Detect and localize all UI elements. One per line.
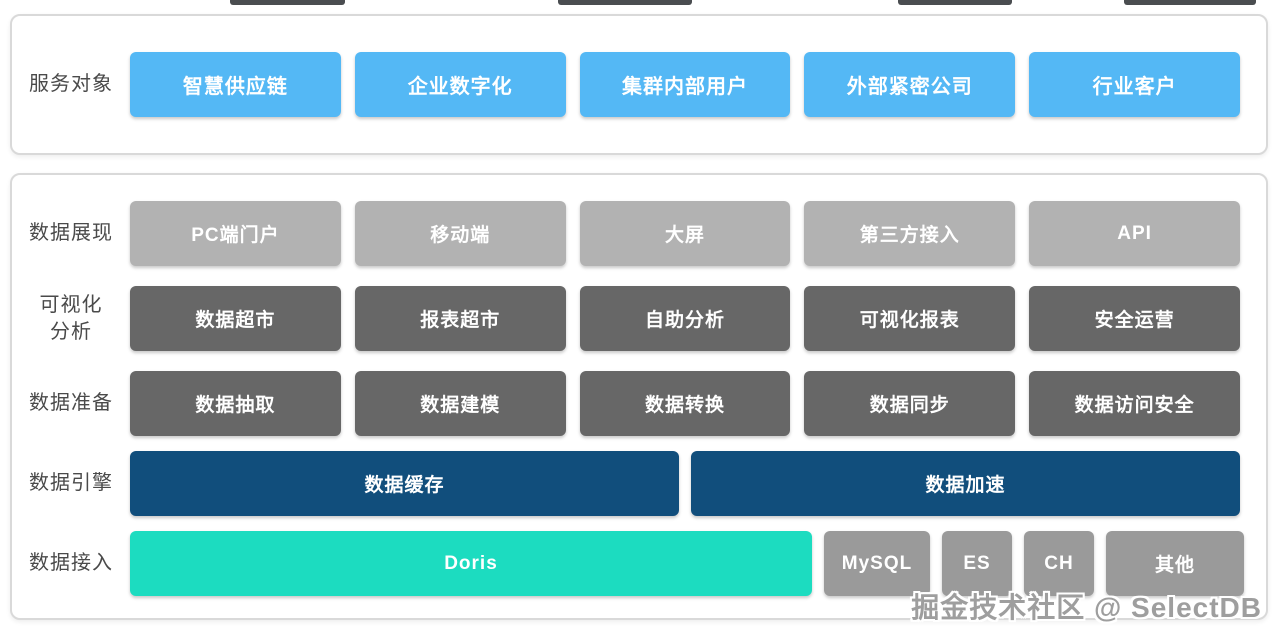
module-chip: 可视化报表	[804, 286, 1016, 351]
module-chip: 数据访问安全	[1029, 371, 1240, 436]
module-chip-doris: Doris	[130, 531, 812, 596]
service-chip-group: 智慧供应链 企业数字化 集群内部用户 外部紧密公司 行业客户	[130, 52, 1240, 117]
panel-row-data-display: 数据展现 PC端门户 移动端 大屏 第三方接入 API	[12, 201, 1240, 266]
cropped-top-remnant	[230, 0, 345, 5]
module-chip: 安全运营	[1029, 286, 1240, 351]
data-engine-chip-group: 数据缓存 数据加速	[130, 451, 1240, 516]
cropped-top-remnant	[558, 0, 692, 5]
service-chip: 集群内部用户	[579, 52, 791, 117]
panel-row-data-engine: 数据引擎 数据缓存 数据加速	[12, 451, 1240, 516]
data-preparation-chip-group: 数据抽取 数据建模 数据转换 数据同步 数据访问安全	[130, 371, 1240, 436]
panel-row-data-access: 数据接入 Doris MySQL ES CH 其他	[12, 531, 1244, 596]
data-display-chip-group: PC端门户 移动端 大屏 第三方接入 API	[130, 201, 1240, 266]
module-chip: 自助分析	[579, 286, 791, 351]
platform-panel: 数据展现 PC端门户 移动端 大屏 第三方接入 API 可视化 分析 数据超市 …	[10, 173, 1268, 620]
module-chip: 数据加速	[691, 451, 1240, 516]
data-access-chip-group: Doris MySQL ES CH 其他	[130, 531, 1244, 596]
row-label-visual-analysis: 可视化 分析	[39, 293, 103, 343]
cropped-top-remnant	[898, 0, 1012, 5]
service-chip: 企业数字化	[354, 52, 566, 117]
module-chip: 报表超市	[354, 286, 566, 351]
row-label-service-target: 服务对象	[29, 73, 113, 95]
module-chip: 数据建模	[354, 371, 566, 436]
service-chip: 行业客户	[1029, 52, 1240, 117]
module-chip: API	[1029, 201, 1240, 266]
row-label-data-display: 数据展现	[29, 222, 113, 244]
visual-analysis-chip-group: 数据超市 报表超市 自助分析 可视化报表 安全运营	[130, 286, 1240, 351]
row-label-data-access: 数据接入	[29, 552, 113, 574]
module-chip: 数据超市	[130, 286, 341, 351]
module-chip-other: 其他	[1106, 531, 1244, 596]
module-chip: 数据转换	[579, 371, 791, 436]
panel-row-visual-analysis: 可视化 分析 数据超市 报表超市 自助分析 可视化报表 安全运营	[12, 286, 1240, 351]
cropped-top-remnant	[1124, 0, 1256, 5]
module-chip: 移动端	[354, 201, 566, 266]
module-chip-es: ES	[942, 531, 1012, 596]
module-chip-mysql: MySQL	[824, 531, 930, 596]
panel-row-data-preparation: 数据准备 数据抽取 数据建模 数据转换 数据同步 数据访问安全	[12, 371, 1240, 436]
row-label-data-preparation: 数据准备	[29, 392, 113, 414]
module-chip: 数据缓存	[130, 451, 679, 516]
module-chip: 数据抽取	[130, 371, 341, 436]
module-chip-ch: CH	[1024, 531, 1094, 596]
module-chip: PC端门户	[130, 201, 341, 266]
service-target-panel: 服务对象 智慧供应链 企业数字化 集群内部用户 外部紧密公司 行业客户	[10, 14, 1268, 155]
module-chip: 第三方接入	[804, 201, 1016, 266]
row-label-data-engine: 数据引擎	[29, 472, 113, 494]
service-chip: 外部紧密公司	[804, 52, 1016, 117]
module-chip: 数据同步	[804, 371, 1016, 436]
service-chip: 智慧供应链	[130, 52, 341, 117]
watermark: 掘金技术社区 @ SelectDB	[911, 592, 1262, 623]
module-chip: 大屏	[579, 201, 791, 266]
